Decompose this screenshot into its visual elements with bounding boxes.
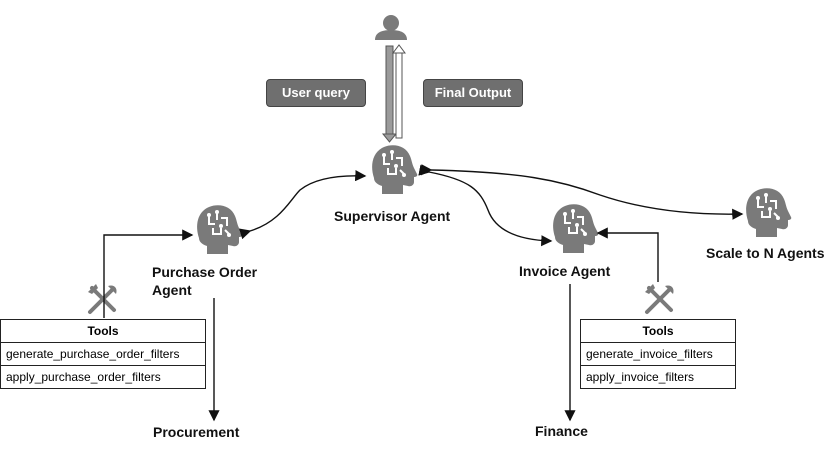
purchase-tools-table: Tools generate_purchase_order_filters ap… [0, 319, 206, 389]
user-supervisor-arrows [381, 44, 406, 143]
supervisor-purchase-connector [239, 170, 367, 240]
procurement-label: Procurement [153, 424, 240, 440]
purchase-order-agent-label-line1: Purchase Order [152, 264, 258, 280]
tool-item: apply_purchase_order_filters [6, 370, 161, 384]
invoice-tools-icon [643, 282, 676, 314]
finance-label: Finance [535, 423, 588, 439]
purchase-tools-icon [86, 282, 119, 314]
final-output-label: Final Output [423, 79, 523, 107]
tool-item: generate_invoice_filters [581, 343, 735, 366]
invoice-tools-link [596, 227, 659, 282]
purchase-order-agent-label-line2: Agent [152, 282, 192, 298]
scale-agents-label: Scale to N Agents [706, 245, 825, 261]
user-icon [375, 15, 407, 40]
tool-item: generate_purchase_order_filters [1, 343, 205, 366]
supervisor-scale-connector [421, 164, 744, 220]
purchase-tools-header: Tools [1, 320, 205, 343]
scale-agent-icon [745, 187, 793, 238]
invoice-agent-label: Invoice Agent [519, 263, 611, 279]
supervisor-agent-label: Supervisor Agent [334, 208, 451, 224]
supervisor-invoice-connector [418, 164, 553, 247]
invoice-tools-header: Tools [581, 320, 735, 343]
purchase-tools-link [103, 229, 194, 318]
tool-item: apply_invoice_filters [586, 370, 695, 384]
invoice-agent-icon [552, 203, 600, 254]
supervisor-agent-icon [371, 144, 419, 195]
invoice-tools-table: Tools generate_invoice_filters apply_inv… [580, 319, 736, 389]
user-query-label: User query [266, 79, 366, 107]
purchase-order-agent-icon [196, 204, 244, 255]
